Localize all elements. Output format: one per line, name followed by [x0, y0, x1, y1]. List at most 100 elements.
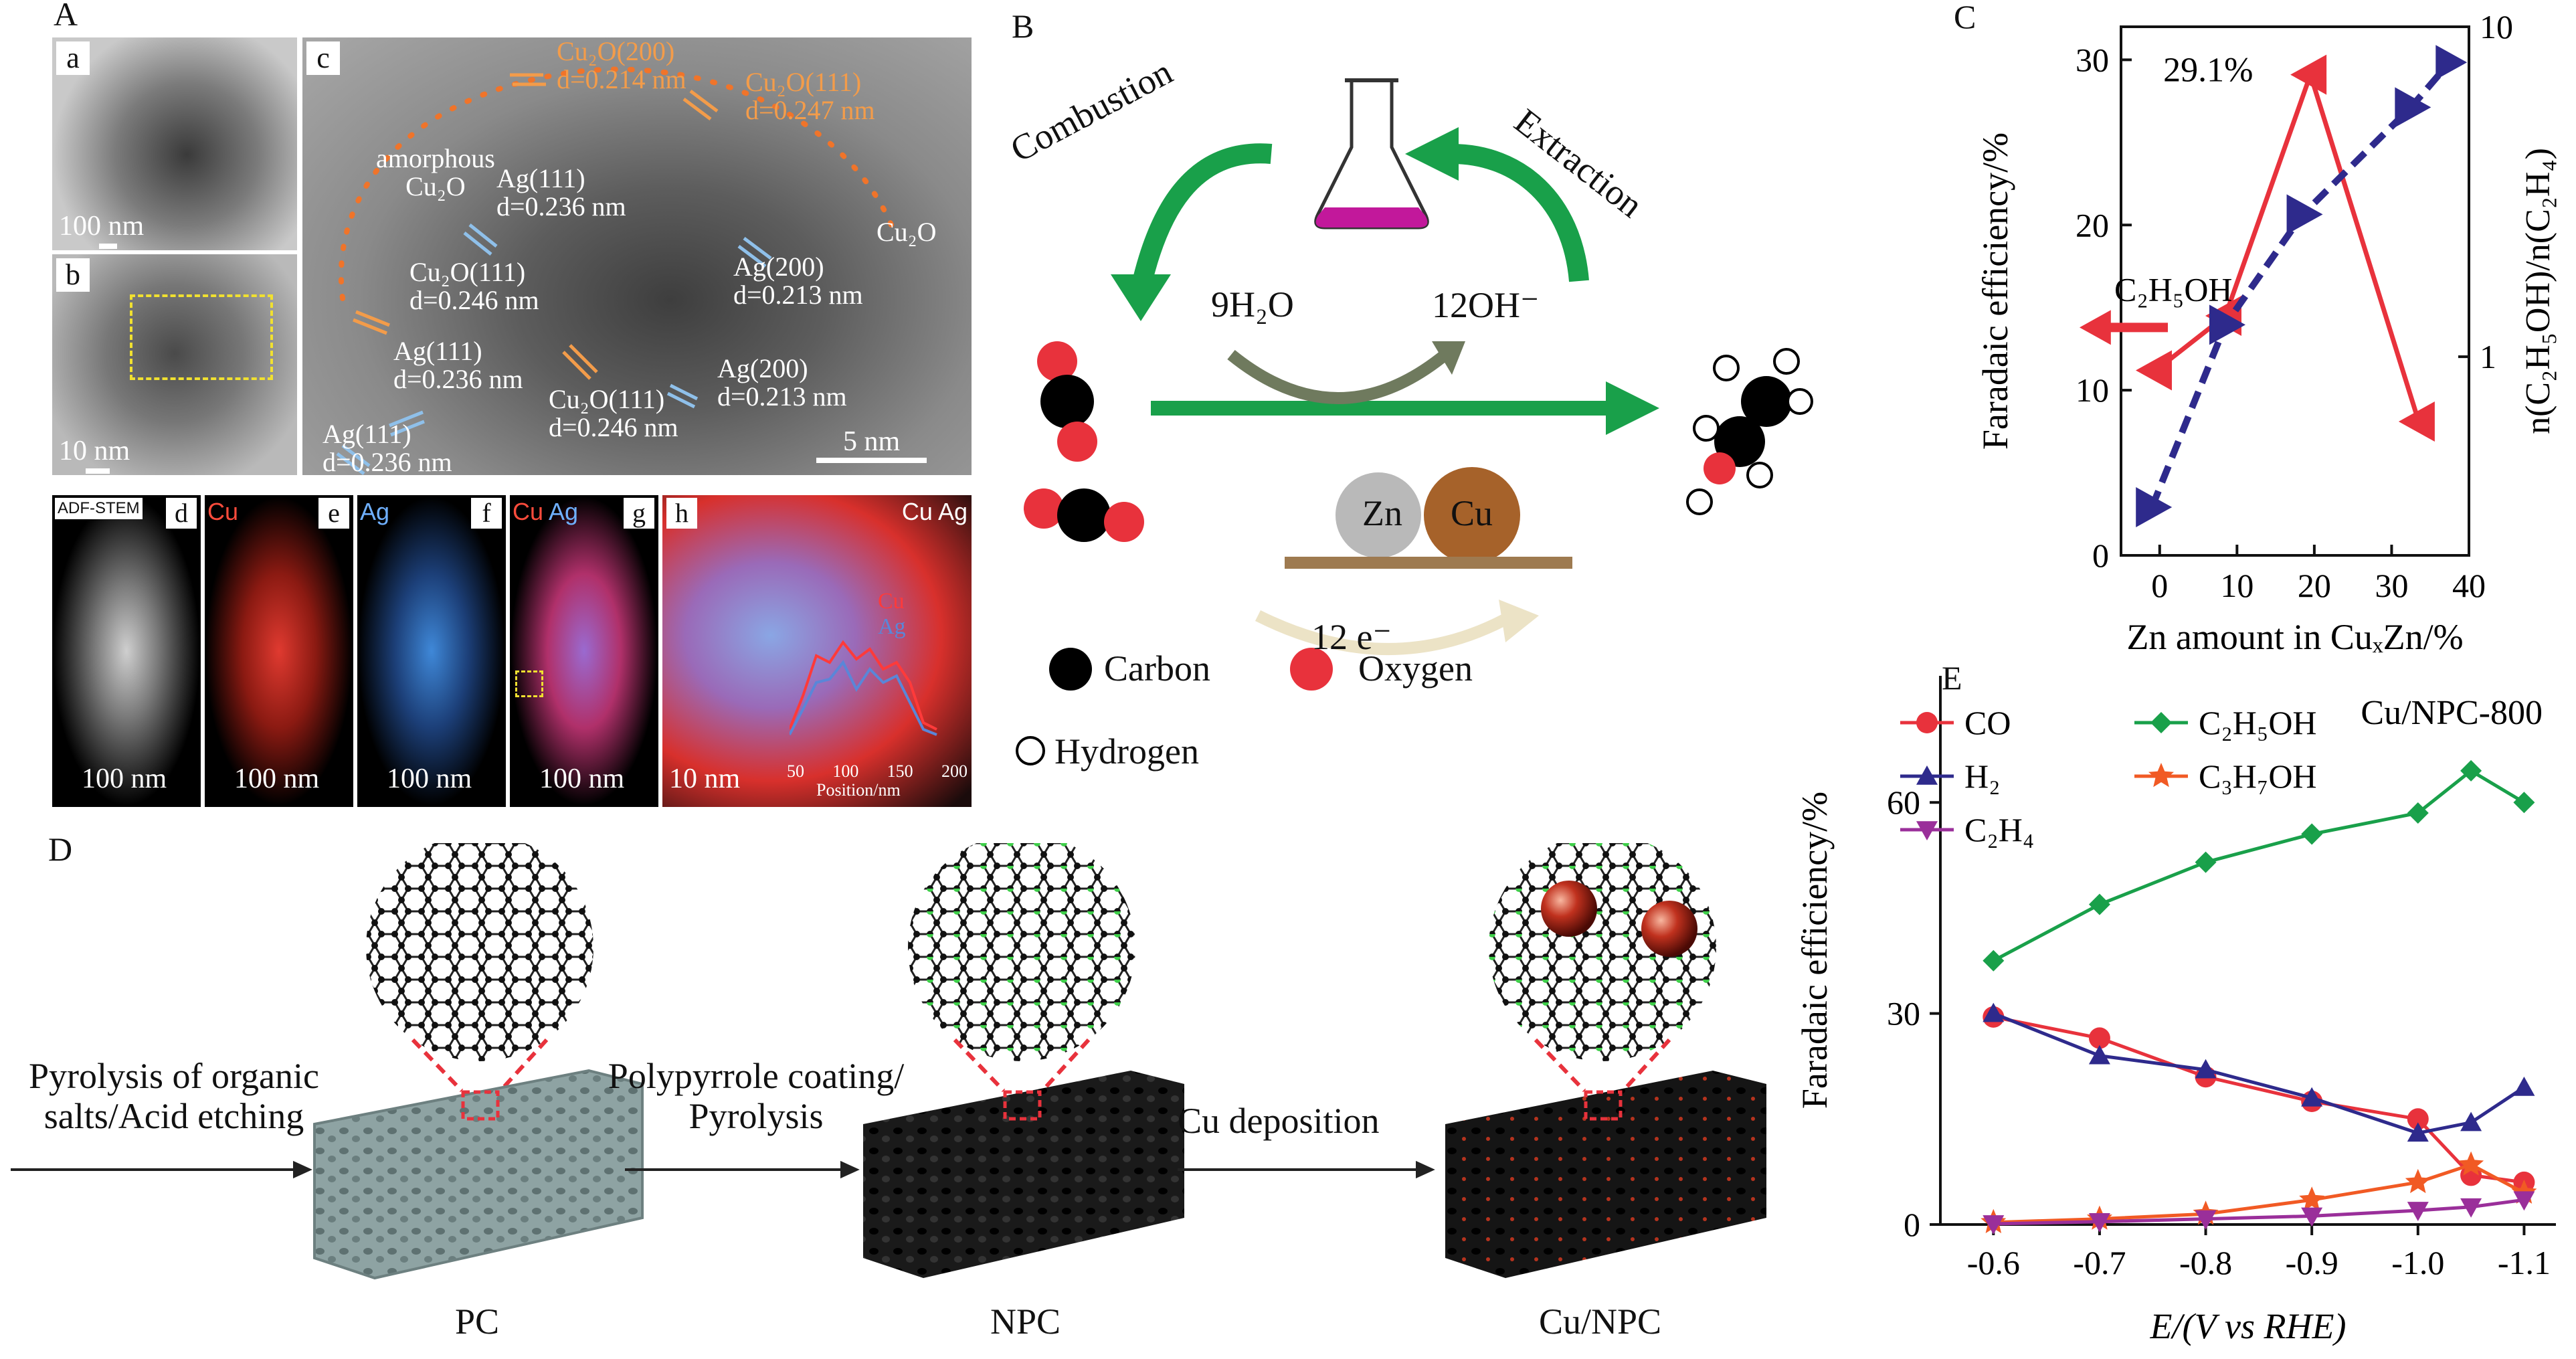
main-arrowhead: [1606, 381, 1659, 435]
electron-arrow: [1255, 610, 1515, 655]
data-point-e-triangle-down: [1983, 1215, 2005, 1235]
legend-hydrogen-dot: [1016, 736, 1045, 765]
legend-label-e-triangle-down: C₂H₄: [1964, 811, 2034, 848]
hydroxide-label: 12OH⁻: [1432, 285, 1540, 325]
cunpc-label: Cu/NPC: [1539, 1301, 1662, 1342]
data-point-e-diamond: [2301, 823, 2323, 845]
data-point-c-ratio: [2209, 304, 2245, 345]
y-tick-label-c: 0: [2092, 537, 2109, 574]
scale-text-e: 100 nm: [234, 763, 320, 794]
legend-marker-e-circle: [1916, 712, 1938, 733]
highlight-box: [130, 294, 273, 380]
data-point-e-diamond: [2460, 759, 2482, 782]
x-tick-label-c: 0: [2151, 567, 2168, 604]
series-e-triangle-up: [1983, 1002, 2535, 1142]
x-tick-label-e: -0.9: [2286, 1244, 2338, 1281]
legend-label-e-triangle-up: H₂: [1964, 757, 2001, 795]
hrtem-image-c: c Cu₂O(200)d=0.214 nm Cu₂O(111)d=0.247 n…: [302, 37, 972, 475]
co2-molecule-1: [1037, 341, 1097, 462]
water-label: 9H₂O: [1211, 284, 1294, 325]
series-line-e-circle: [1993, 1015, 2524, 1184]
electrons-label: 12 e⁻: [1311, 617, 1392, 657]
scale-bar-b: 10 nm: [59, 435, 130, 474]
series-c-ratio: [2136, 45, 2468, 527]
y-tick-label-e: 0: [1904, 1206, 1920, 1243]
data-point-e-star: [2405, 1168, 2431, 1194]
chart-title-e: Cu/NPC-800: [2361, 694, 2543, 732]
x-tick-label-c: 30: [2375, 567, 2408, 604]
combustion-arrow: [1131, 143, 1273, 290]
cu-sphere: [1424, 467, 1520, 563]
data-point-c-ratio: [2286, 194, 2323, 235]
x-axis-title-e: E/(V vs RHE): [2150, 1306, 2347, 1346]
x-tick-label-e: -1.0: [2391, 1244, 2444, 1281]
data-point-e-diamond: [2088, 893, 2110, 915]
label-ag200-low: Ag(200)d=0.213 nm: [717, 353, 847, 412]
legend-label-e-diamond: C₂H₅OH: [2199, 704, 2317, 741]
data-point-e-diamond: [2195, 851, 2217, 873]
sub-label-c: c: [306, 41, 340, 75]
data-point-e-circle: [2407, 1108, 2429, 1130]
flask-icon: [1314, 78, 1429, 230]
panel-d-diagram: [11, 843, 1766, 1280]
orange-lattice-markers: [353, 73, 719, 380]
amorphous-boundary-dots: [338, 66, 894, 301]
legend-marker-e-triangle-down: [1916, 821, 1938, 840]
scale-bar-e: 100 nm: [234, 763, 319, 795]
data-point-e-triangle-up: [2088, 1045, 2110, 1065]
data-point-c-ratio: [2136, 486, 2173, 527]
panel-letter-e: E: [1942, 659, 1962, 697]
data-point-e-triangle-up: [2460, 1111, 2482, 1131]
tem-image-a: a 100 nm: [52, 37, 297, 250]
label-cu2o-111-low: Cu₂O(111)d=0.246 nm: [549, 384, 678, 442]
electron-arrowhead: [1499, 600, 1539, 642]
label-cu2o-200: Cu₂O(200)d=0.214 nm: [557, 37, 686, 94]
cu-profile-line: [790, 640, 937, 731]
legend-label-c-ethanol: C₂H₅OH: [2114, 270, 2233, 308]
zoom-square-npc: [1003, 1090, 1042, 1121]
blue-lattice-markers: [336, 223, 772, 475]
label-ag200-mid: Ag(200)d=0.213 nm: [733, 252, 863, 310]
x-tick-label-c: 20: [2298, 567, 2331, 604]
series-line-e-star: [1993, 1162, 2525, 1225]
legend-oxygen-label: Oxygen: [1358, 648, 1473, 689]
cu-tag: Cu: [207, 498, 239, 525]
data-point-e-triangle-down: [2088, 1212, 2110, 1233]
legend-marker-e-triangle-up: [1916, 765, 1938, 785]
y2-axis-title-c: n(C₂H₅OH)/n(C₂H₄): [2519, 148, 2557, 434]
scale-bar-c: 5 nm: [816, 426, 927, 463]
combustion-arrowhead: [1111, 274, 1171, 321]
data-point-e-triangle-up: [1983, 1002, 2005, 1022]
series-c-ethanol: [2136, 54, 2435, 442]
y2-tick-label-c: 10: [2480, 8, 2513, 46]
tem-image-b: b 10 nm: [52, 254, 297, 475]
data-point-e-triangle-down: [2195, 1210, 2217, 1230]
sub-label-b: b: [56, 258, 90, 292]
annotation-c: 29.1%: [2163, 52, 2253, 90]
water-arrow: [1227, 350, 1449, 404]
x-tick-label-e: -0.8: [2179, 1244, 2232, 1281]
data-point-e-star: [2458, 1151, 2484, 1176]
pc-label: PC: [455, 1301, 500, 1342]
data-point-e-triangle-down: [2407, 1202, 2429, 1221]
h-axis-label: Position/nm: [816, 780, 901, 800]
x-tick-label-e: -0.6: [1967, 1244, 2020, 1281]
zoom-square-pc: [461, 1090, 500, 1121]
label-cu2o-111-top: Cu₂O(111)d=0.247 nm: [745, 67, 875, 125]
y-tick-label-e: 30: [1887, 995, 1920, 1032]
sub-label-e: e: [318, 498, 349, 529]
y-tick-label-c: 30: [2076, 41, 2109, 78]
ethanol-molecule: [1686, 348, 1813, 515]
y-axis-title-e: Faradaic efficiency/%: [1795, 792, 1835, 1109]
map-ag: Ag f 100 nm: [357, 495, 506, 807]
label-cu2o-111-left: Cu₂O(111)d=0.246 nm: [409, 257, 539, 315]
scale-bar-g: 100 nm: [539, 763, 624, 795]
map-cu-ag: Cu Ag g 100 nm: [510, 495, 658, 807]
ag-profile-line: [790, 660, 937, 736]
cu-nanoparticle-1: [1541, 881, 1597, 937]
data-point-e-triangle-up: [2407, 1122, 2429, 1142]
label-ag111-bottom: Ag(111)d=0.236 nm: [323, 419, 452, 476]
cu-label: Cu: [1451, 493, 1493, 533]
